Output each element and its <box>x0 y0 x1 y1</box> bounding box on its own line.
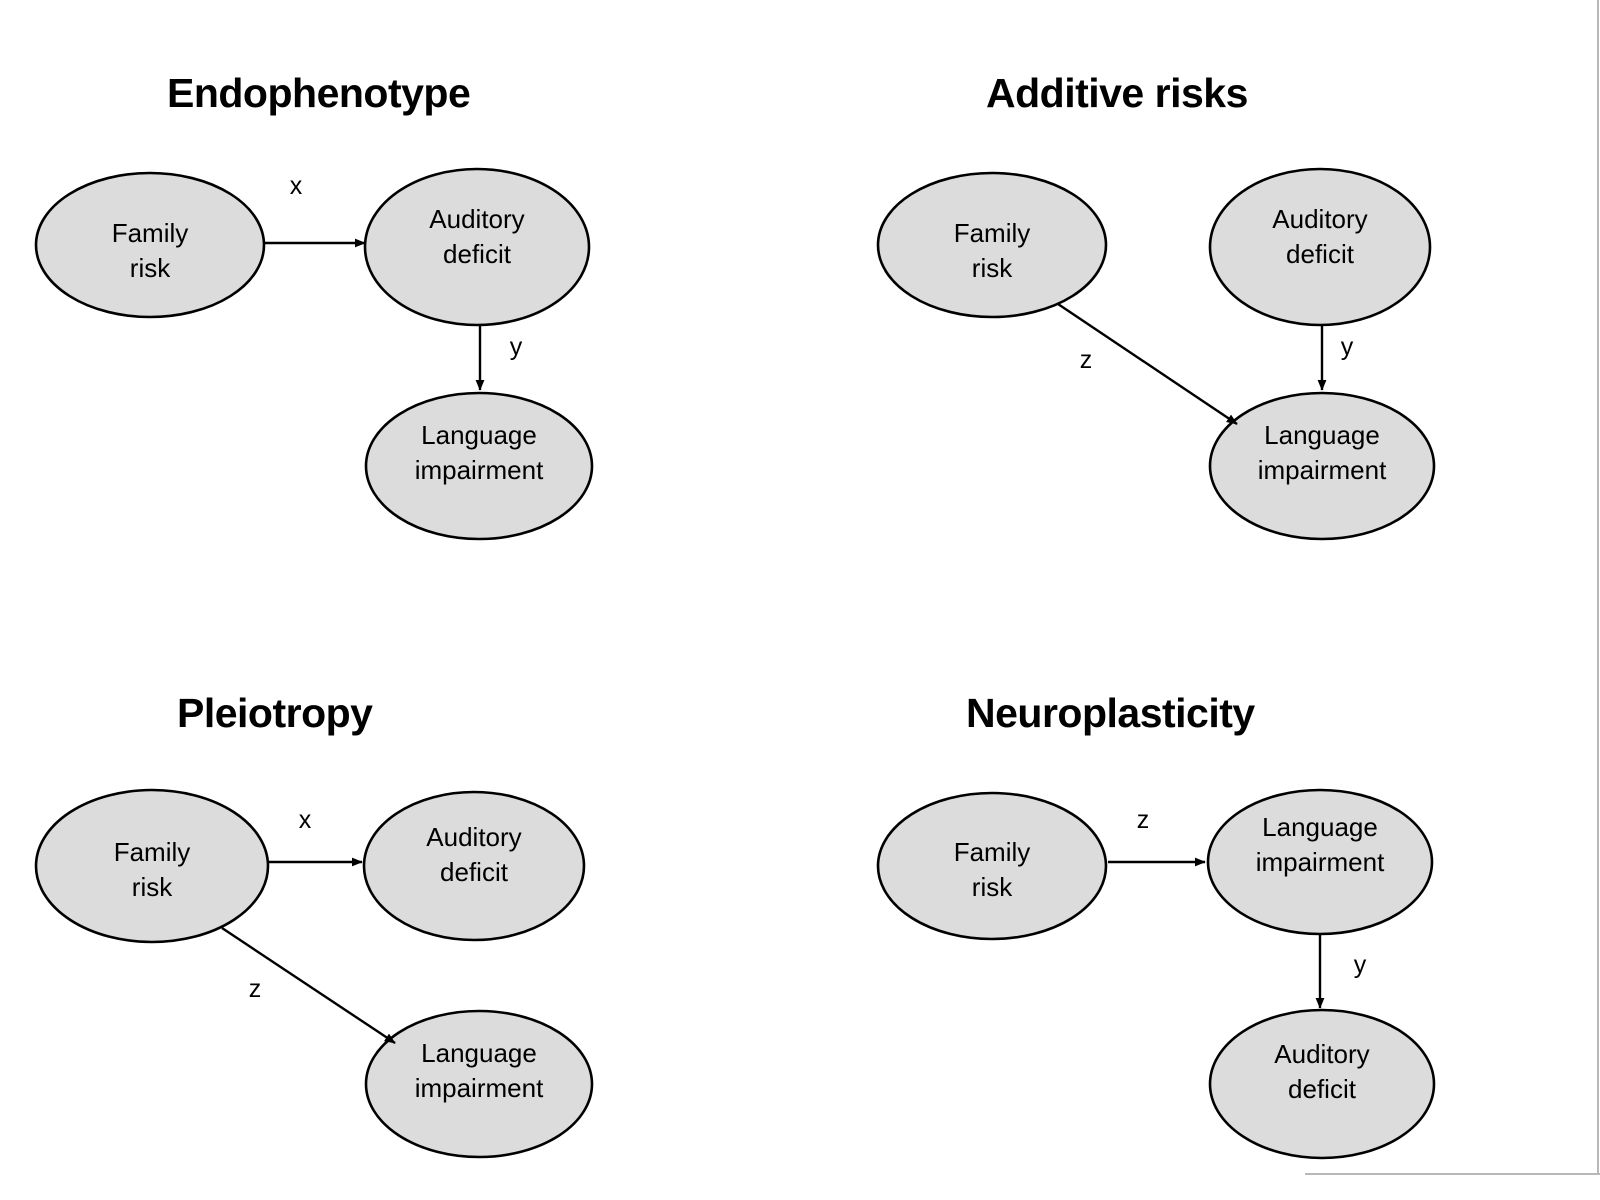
node-ellipse-auditory-deficit[interactable] <box>1208 1008 1436 1160</box>
panel-endophenotype: Endophenotype Family risk Auditory defic… <box>34 70 594 541</box>
panel-title-neuroplasticity: Neuroplasticity <box>966 690 1255 736</box>
node-label-family-risk-line2: risk <box>132 872 173 902</box>
node-label-family-risk-line1: Family <box>954 837 1031 867</box>
node-family-risk[interactable]: Family risk <box>34 788 270 944</box>
edge-language-impairment-to-auditory-deficit: y <box>1315 935 1367 1009</box>
edge-label-y: y <box>510 333 523 361</box>
edge-label-x: x <box>299 806 312 834</box>
edge-label-y: y <box>1341 333 1354 361</box>
node-ellipse-language-impairment[interactable] <box>1206 788 1434 936</box>
node-label-family-risk-line2: risk <box>972 253 1013 283</box>
node-label-family-risk-line2: risk <box>972 872 1013 902</box>
node-ellipse-language-impairment[interactable] <box>1208 391 1436 541</box>
node-label-family-risk-line1: Family <box>954 218 1031 248</box>
edge-auditory-deficit-to-language-impairment: y <box>475 326 523 391</box>
node-auditory-deficit[interactable]: Auditory deficit <box>363 167 591 327</box>
node-auditory-deficit[interactable]: Auditory deficit <box>1208 167 1432 327</box>
node-ellipse-language-impairment[interactable] <box>364 391 594 541</box>
node-language-impairment[interactable]: Language impairment <box>1206 788 1434 936</box>
edge-family-risk-to-language-impairment: z <box>1057 303 1238 425</box>
node-label-language-impairment-line1: Language <box>1262 812 1378 842</box>
node-language-impairment[interactable]: Language impairment <box>364 1009 594 1159</box>
panel-neuroplasticity: Neuroplasticity Family risk Language imp… <box>876 690 1436 1160</box>
node-family-risk[interactable]: Family risk <box>876 791 1108 941</box>
edge-label-x: x <box>290 172 303 200</box>
node-label-language-impairment-line1: Language <box>1264 420 1380 450</box>
node-label-auditory-deficit-line1: Auditory <box>1274 1039 1369 1069</box>
node-label-auditory-deficit-line1: Auditory <box>429 204 524 234</box>
node-language-impairment[interactable]: Language impairment <box>1208 391 1436 541</box>
node-label-family-risk-line1: Family <box>112 218 189 248</box>
node-label-language-impairment-line1: Language <box>421 1038 537 1068</box>
panel-pleiotropy: Pleiotropy Family risk Auditory deficit … <box>34 690 594 1159</box>
node-language-impairment[interactable]: Language impairment <box>364 391 594 541</box>
node-label-language-impairment-line1: Language <box>421 420 537 450</box>
node-ellipse-family-risk[interactable] <box>876 171 1108 319</box>
edge-label-z: z <box>1080 346 1093 374</box>
panel-title-endophenotype: Endophenotype <box>167 70 470 116</box>
node-ellipse-language-impairment[interactable] <box>364 1009 594 1159</box>
node-label-language-impairment-line2: impairment <box>1258 455 1387 485</box>
panel-additive-risks: Additive risks Family risk Auditory defi… <box>876 70 1436 541</box>
edge-line-z <box>221 927 396 1044</box>
panel-title-additive-risks: Additive risks <box>986 70 1248 116</box>
edge-label-z: z <box>1137 806 1150 834</box>
node-ellipse-auditory-deficit[interactable] <box>1208 167 1432 327</box>
node-label-auditory-deficit-line2: deficit <box>1286 239 1355 269</box>
edge-label-z: z <box>249 975 262 1003</box>
node-ellipse-auditory-deficit[interactable] <box>362 790 586 942</box>
node-auditory-deficit[interactable]: Auditory deficit <box>362 790 586 942</box>
edge-line-z <box>1057 303 1238 425</box>
node-family-risk[interactable]: Family risk <box>876 171 1108 319</box>
node-label-family-risk-line2: risk <box>130 253 171 283</box>
node-ellipse-family-risk[interactable] <box>34 171 266 319</box>
node-label-auditory-deficit-line2: deficit <box>1288 1074 1357 1104</box>
node-auditory-deficit[interactable]: Auditory deficit <box>1208 1008 1436 1160</box>
node-label-auditory-deficit-line1: Auditory <box>1272 204 1367 234</box>
node-label-language-impairment-line2: impairment <box>415 455 544 485</box>
node-label-language-impairment-line2: impairment <box>1256 847 1385 877</box>
panel-title-pleiotropy: Pleiotropy <box>177 690 373 736</box>
node-label-auditory-deficit-line2: deficit <box>440 857 509 887</box>
edge-family-risk-to-language-impairment: z <box>221 927 396 1044</box>
node-label-auditory-deficit-line1: Auditory <box>426 822 521 852</box>
node-label-language-impairment-line2: impairment <box>415 1073 544 1103</box>
edge-family-risk-to-auditory-deficit: x <box>265 172 366 248</box>
node-ellipse-family-risk[interactable] <box>876 791 1108 941</box>
node-family-risk[interactable]: Family risk <box>34 171 266 319</box>
node-label-auditory-deficit-line2: deficit <box>443 239 512 269</box>
node-label-family-risk-line1: Family <box>114 837 191 867</box>
edge-label-y: y <box>1354 951 1367 979</box>
edge-auditory-deficit-to-language-impairment: y <box>1317 326 1354 391</box>
edge-family-risk-to-language-impairment: z <box>1108 806 1206 867</box>
edge-family-risk-to-auditory-deficit: x <box>268 806 363 867</box>
node-ellipse-family-risk[interactable] <box>34 788 270 944</box>
